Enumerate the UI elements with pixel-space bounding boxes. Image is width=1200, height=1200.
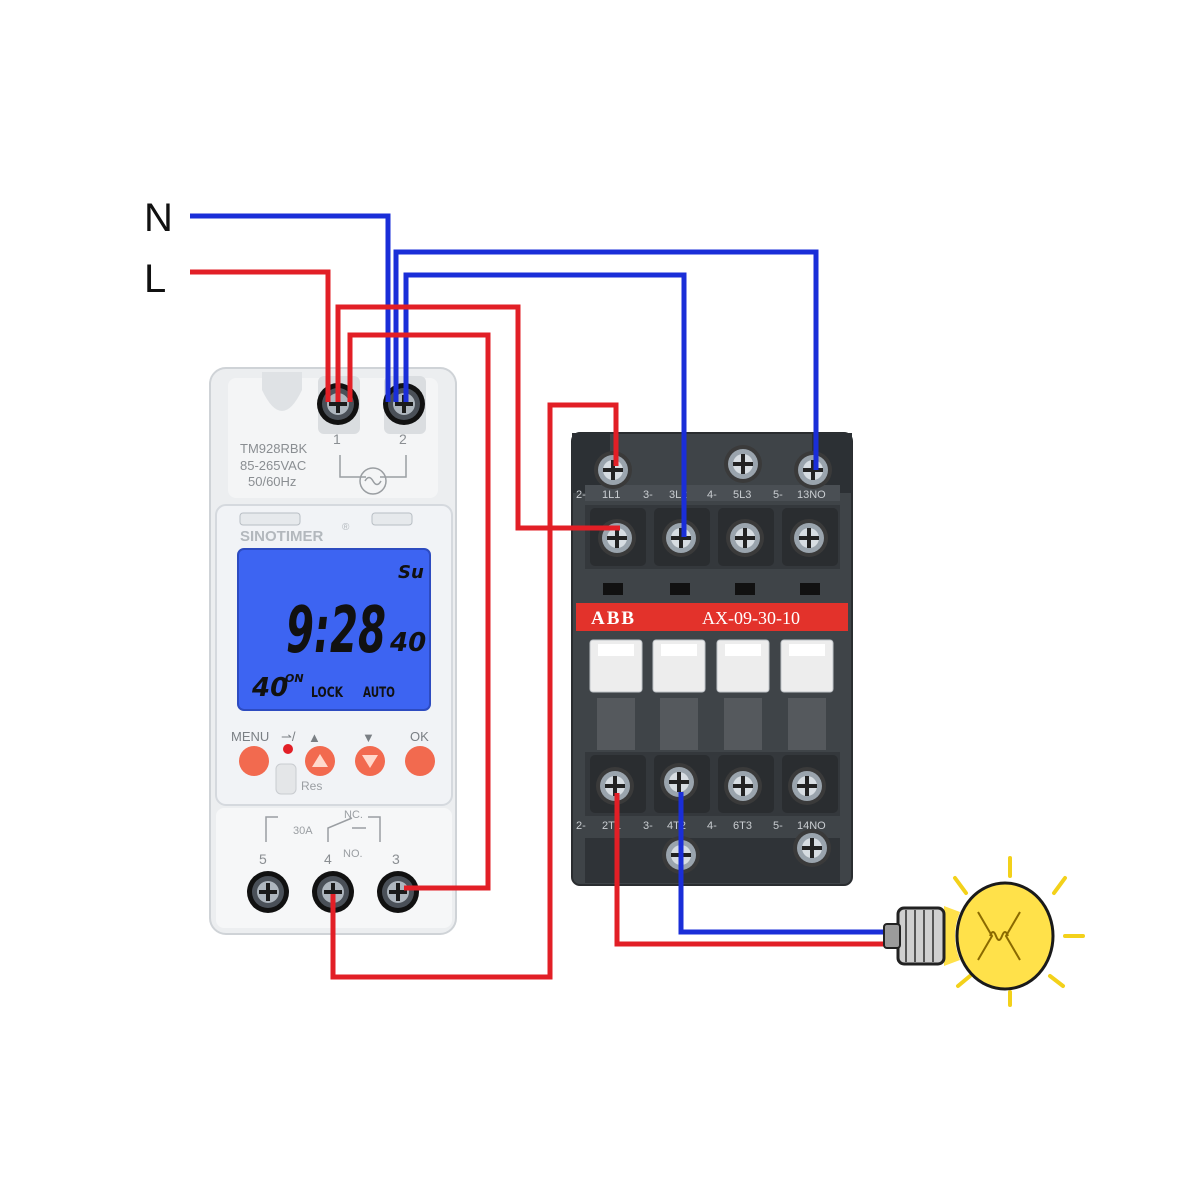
lcd-auto: AUTO: [363, 685, 395, 701]
ac-supply-icon: [359, 467, 387, 495]
line-label: L: [144, 257, 166, 301]
relay-nc-label: NC.: [344, 809, 363, 821]
bottom-prefix-3: 4-: [707, 820, 717, 832]
terminal-1-number: 1: [333, 431, 341, 447]
frequency-label: 50/60Hz: [248, 474, 296, 489]
lcd-day: Su: [398, 562, 424, 583]
top-prefix-4: 5-: [773, 489, 783, 501]
contactor-model-label: AX-09-30-10: [702, 608, 800, 628]
reset-label: Res: [301, 779, 322, 793]
bottom-prefix-1: 2-: [576, 820, 586, 832]
relay-output-to-coil-wire: [330, 402, 619, 980]
terminal-3-number: 3: [392, 851, 400, 867]
neutral-label: N: [144, 196, 173, 240]
terminal-13no-screw-icon[interactable]: [790, 519, 828, 557]
top-prefix-1: 2-: [576, 489, 586, 501]
model-label: TM928RBK: [240, 441, 308, 456]
terminal-6t3-screw-icon[interactable]: [724, 767, 762, 805]
light-bulb-icon: [883, 856, 1085, 1007]
up-arrow-label: ▲: [308, 730, 321, 745]
top-label-5l3: 5L3: [733, 489, 751, 501]
relay-schematic-frame: [265, 816, 381, 842]
aux-lower-screw-icon[interactable]: [793, 829, 831, 867]
neutral-to-3l2-wire: [403, 272, 687, 537]
manual-switch-label: ⇀/: [281, 729, 296, 744]
top-label-13no: 13NO: [797, 489, 826, 501]
relay-no-label: NO.: [343, 848, 363, 860]
bulb-base: [896, 906, 946, 966]
registered-mark: ®: [342, 522, 350, 533]
bottom-label-14no: 14NO: [797, 820, 826, 832]
top-prefix-3: 4-: [707, 489, 717, 501]
timer-module: 1 2 TM928RBK 85-265VAC 50/60Hz SINOTIMER…: [209, 367, 457, 935]
lcd-time: 9:28: [286, 594, 386, 668]
terminal-3l2-screw-icon[interactable]: [662, 519, 700, 557]
terminal-5-number: 5: [259, 851, 267, 867]
neutral-to-13no-wire: [393, 249, 819, 470]
reset-slot[interactable]: [275, 763, 297, 795]
relay-rating-label: 30A: [293, 825, 313, 837]
terminal-2-number: 2: [399, 431, 407, 447]
lcd-on-label: ON: [285, 672, 304, 685]
terminal-4-number: 4: [324, 851, 332, 867]
line-supply-wire: [190, 269, 331, 402]
wiring: [190, 213, 886, 980]
brand-label: SINOTIMER: [240, 528, 324, 545]
terminal-5-screw-icon[interactable]: [247, 871, 289, 913]
lcd-seconds: 40: [389, 628, 426, 658]
status-led: [283, 744, 293, 754]
terminal-3-screw-icon[interactable]: [377, 871, 419, 913]
top-prefix-2: 3-: [643, 489, 653, 501]
terminal-1l1-screw-icon[interactable]: [598, 519, 636, 557]
terminal-5l3-screw-icon[interactable]: [726, 519, 764, 557]
top-terminal-labels: 2- 1L1 3- 3L2 4- 5L3 5- 13NO: [576, 489, 826, 501]
terminal-1l1-upper-screw-icon[interactable]: [594, 451, 632, 489]
neutral-supply-wire: [190, 213, 391, 402]
top-mount-notch: [262, 372, 302, 411]
ok-label: OK: [410, 729, 429, 744]
relay-contact-icon: [327, 817, 366, 842]
lcd-lock: LOCK: [311, 685, 344, 701]
up-arrow-icon: [312, 754, 328, 767]
menu-label: MENU: [231, 729, 269, 744]
abb-logo: ABB: [591, 608, 636, 629]
abb-contactor: 2- 1L1 3- 3L2 4- 5L3 5- 13NO ABB AX-09-3…: [571, 432, 853, 886]
line-to-relay-terminal-3-wire: [347, 332, 491, 891]
down-arrow-label: ▼: [362, 730, 375, 745]
top-label-1l1: 1L1: [602, 489, 620, 501]
lcd-on-value: 40: [251, 673, 288, 703]
load-line-wire: [614, 793, 886, 947]
menu-button[interactable]: [239, 746, 269, 776]
terminal-14no-screw-icon[interactable]: [788, 767, 826, 805]
bottom-prefix-2: 3-: [643, 820, 653, 832]
load-neutral-wire: [678, 792, 886, 935]
voltage-label: 85-265VAC: [240, 458, 306, 473]
model-band: [576, 603, 848, 631]
terminal-5l3-upper-screw-icon[interactable]: [724, 445, 762, 483]
terminal-13no-upper-screw-icon[interactable]: [794, 451, 832, 489]
bottom-prefix-4: 5-: [773, 820, 783, 832]
lcd-display: [237, 548, 431, 711]
power-symbol-lines: [339, 455, 407, 478]
bottom-label-6t3: 6T3: [733, 820, 752, 832]
ok-button[interactable]: [405, 746, 435, 776]
down-arrow-icon: [362, 755, 378, 768]
